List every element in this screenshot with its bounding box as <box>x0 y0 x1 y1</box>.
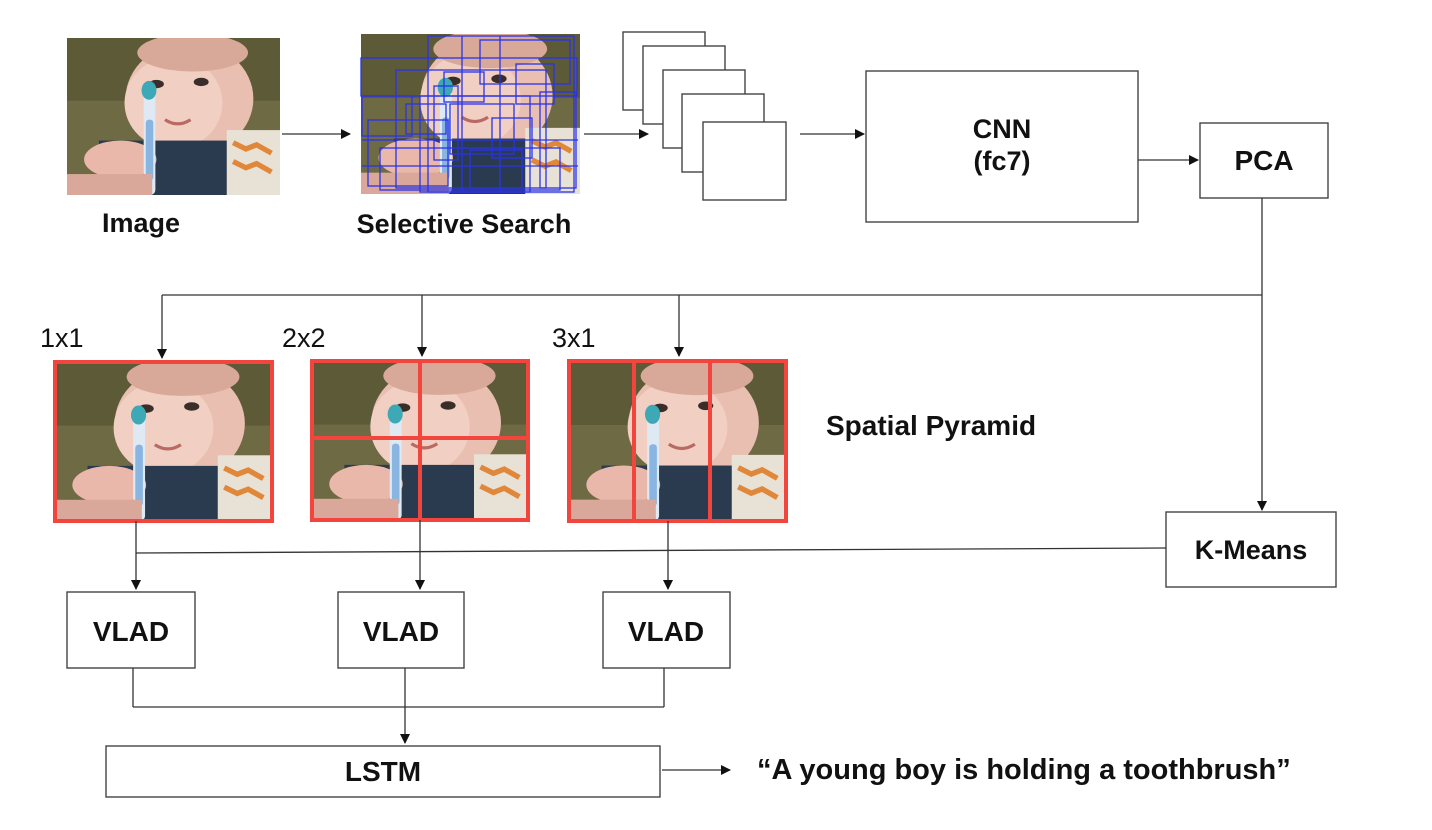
pyramid-to-vlad-arrows <box>131 520 673 590</box>
lstm-label: LSTM <box>345 756 421 787</box>
generated-caption: “A young boy is holding a toothbrush” <box>757 754 1291 786</box>
lstm-box: LSTM <box>105 745 661 798</box>
selective-search-image <box>360 30 580 194</box>
cnn-box: CNN (fc7) <box>865 70 1139 223</box>
pca-box: PCA <box>1199 122 1329 199</box>
vlad-label: VLAD <box>628 616 704 647</box>
spatial-pyramid-label: Spatial Pyramid <box>826 410 1036 441</box>
kmeans-box: K-Means <box>1165 511 1337 588</box>
vlad-box-3: VLAD <box>602 591 731 669</box>
selective-search-label: Selective Search <box>357 209 572 239</box>
pca-feature-bus <box>157 198 1267 511</box>
kmeans-label: K-Means <box>1195 535 1308 565</box>
input-image <box>67 34 280 195</box>
region-proposals-overlay <box>360 35 578 193</box>
kmeans-codebook-bus <box>135 547 1167 554</box>
vlad-box-2: VLAD <box>337 591 465 669</box>
region-crops-stack <box>622 31 787 201</box>
vlad-label: VLAD <box>363 616 439 647</box>
vlad-box-1: VLAD <box>66 591 196 669</box>
pyramid-level-label-2x2: 2x2 <box>282 323 326 353</box>
cnn-label: CNN <box>973 114 1032 144</box>
pyramid-level-label-3x1: 3x1 <box>552 323 596 353</box>
pyramid-1x1 <box>53 360 274 523</box>
vlad-merge-connector <box>132 668 665 744</box>
pyramid-level-label-1x1: 1x1 <box>40 323 84 353</box>
vlad-label: VLAD <box>93 616 169 647</box>
pca-label: PCA <box>1234 145 1293 176</box>
pyramid-3x1 <box>567 359 788 523</box>
cnn-layer-label: (fc7) <box>973 146 1030 176</box>
image-label: Image <box>102 208 180 238</box>
pyramid-2x2 <box>310 359 530 522</box>
